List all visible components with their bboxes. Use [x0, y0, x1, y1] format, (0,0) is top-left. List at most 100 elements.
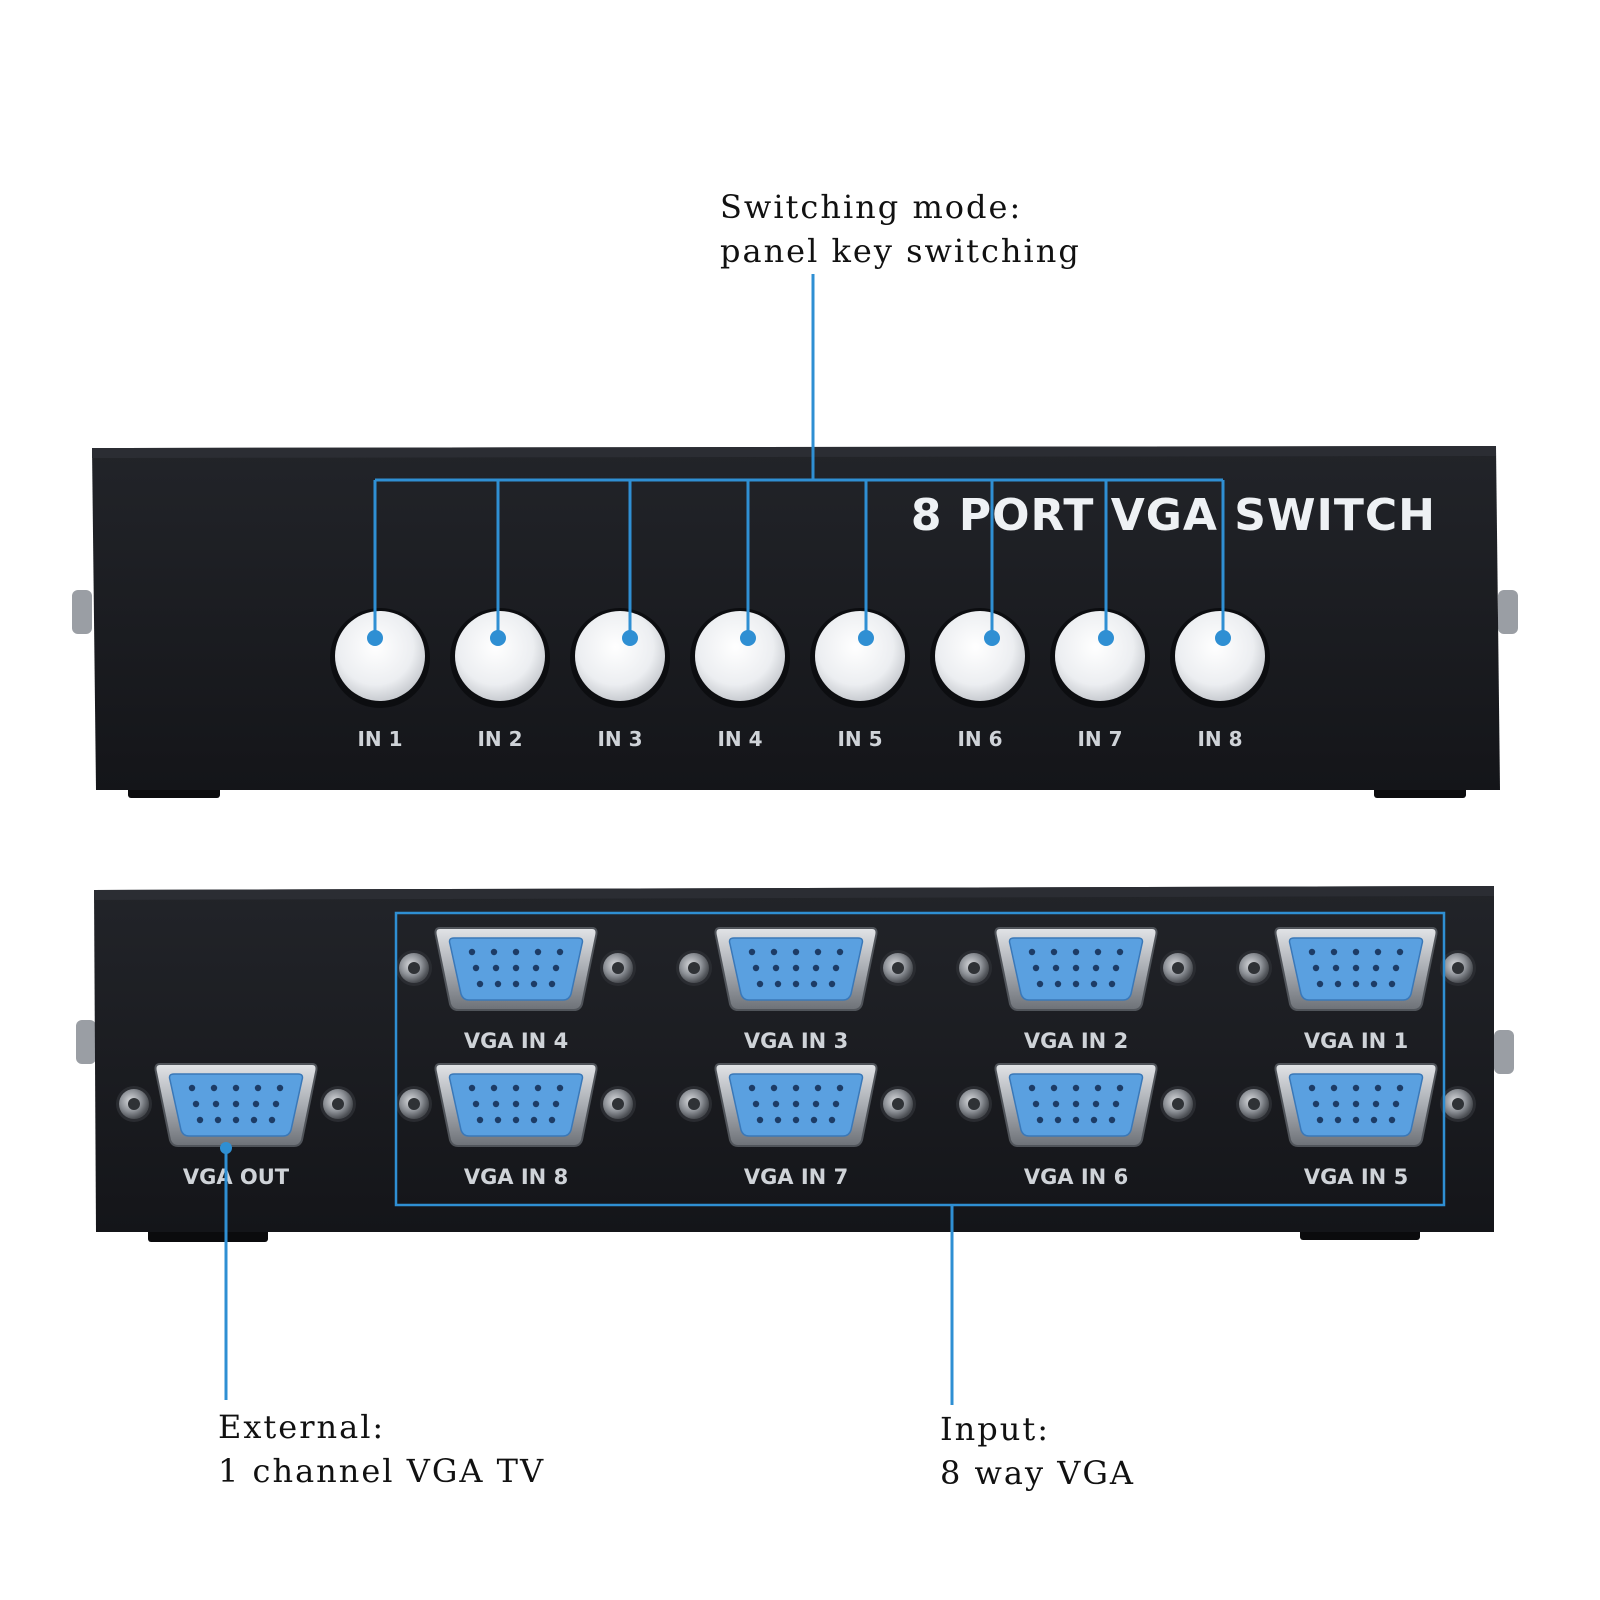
- connector-pins: [1308, 948, 1404, 988]
- port-label: VGA IN 6: [1024, 1165, 1128, 1189]
- pin-hole: [512, 948, 520, 956]
- thumb-screw: [1160, 950, 1196, 986]
- pin-hole: [1032, 1100, 1040, 1108]
- select-button-5[interactable]: IN 5: [810, 608, 910, 751]
- thumb-screw: [396, 950, 432, 986]
- pin-hole: [210, 1084, 218, 1092]
- pin-hole: [192, 1100, 200, 1108]
- pin-hole: [1052, 964, 1060, 972]
- button-face: [1175, 611, 1265, 701]
- pin-hole: [548, 980, 556, 988]
- screw-hole: [1248, 1098, 1260, 1110]
- pin-hole: [232, 1116, 240, 1124]
- pin-hole: [774, 1116, 782, 1124]
- pin-hole: [1374, 1084, 1382, 1092]
- vga-input-top-1[interactable]: VGA IN 4: [396, 927, 636, 1053]
- thumb-screw: [1236, 950, 1272, 986]
- pin-hole: [1352, 1100, 1360, 1108]
- pin-hole: [1370, 980, 1378, 988]
- pin-hole: [1050, 948, 1058, 956]
- vga-input-bottom-2[interactable]: VGA IN 7: [676, 1063, 916, 1189]
- pin-hole: [254, 1084, 262, 1092]
- callout-dot: [984, 630, 1000, 646]
- pin-hole: [792, 1084, 800, 1092]
- screw-hole: [1452, 1098, 1464, 1110]
- pin-hole: [552, 1100, 560, 1108]
- vga-input-bottom-4[interactable]: VGA IN 5: [1236, 1063, 1476, 1189]
- vga-input-top-3[interactable]: VGA IN 2: [956, 927, 1196, 1053]
- port-label: VGA OUT: [183, 1165, 290, 1189]
- pin-hole: [810, 1116, 818, 1124]
- screw-hole: [408, 962, 420, 974]
- button-face: [575, 611, 665, 701]
- screw-hole: [892, 1098, 904, 1110]
- thumb-screw: [1440, 1086, 1476, 1122]
- pin-hole: [276, 1084, 284, 1092]
- pin-hole: [1108, 980, 1116, 988]
- thumb-screw: [600, 1086, 636, 1122]
- front-panel-top-edge: [92, 446, 1496, 458]
- pin-hole: [812, 964, 820, 972]
- select-button-6[interactable]: IN 6: [930, 608, 1030, 751]
- pin-hole: [232, 1100, 240, 1108]
- pin-hole: [1090, 1116, 1098, 1124]
- pin-hole: [752, 1100, 760, 1108]
- pin-hole: [534, 948, 542, 956]
- pin-hole: [1090, 980, 1098, 988]
- pin-hole: [188, 1084, 196, 1092]
- screw-hole: [968, 962, 980, 974]
- pin-hole: [490, 1084, 498, 1092]
- pin-hole: [1352, 948, 1360, 956]
- vga-input-top-4[interactable]: VGA IN 1: [1236, 927, 1476, 1053]
- thumb-screw: [600, 950, 636, 986]
- button-label: IN 4: [717, 727, 762, 751]
- pin-hole: [476, 980, 484, 988]
- switching-callout-line2: panel key switching: [720, 232, 1081, 270]
- connector-pins: [1028, 1084, 1124, 1124]
- pin-hole: [556, 1084, 564, 1092]
- rear-panel-top-edge: [94, 886, 1494, 900]
- select-button-1[interactable]: IN 1: [330, 608, 430, 751]
- button-label: IN 3: [597, 727, 642, 751]
- pin-hole: [268, 1116, 276, 1124]
- connector-pins: [1028, 948, 1124, 988]
- vga-input-bottom-3[interactable]: VGA IN 6: [956, 1063, 1196, 1189]
- rear-side-knob-right: [1494, 1030, 1514, 1074]
- select-button-8[interactable]: IN 8: [1170, 608, 1270, 751]
- pin-hole: [1052, 1100, 1060, 1108]
- pin-hole: [1388, 1116, 1396, 1124]
- button-face: [1055, 611, 1145, 701]
- vga-input-bottom-1[interactable]: VGA IN 8: [396, 1063, 636, 1189]
- screw-hole: [332, 1098, 344, 1110]
- rear-side-knob-left: [76, 1020, 96, 1064]
- input-group-outline: [394, 911, 1446, 1207]
- screw-hole: [1172, 1098, 1184, 1110]
- vga-input-top-2[interactable]: VGA IN 3: [676, 927, 916, 1053]
- select-button-4[interactable]: IN 4: [690, 608, 790, 751]
- input-callout: Input: 8 way VGA: [940, 1410, 1133, 1492]
- pin-hole: [832, 964, 840, 972]
- button-label: IN 7: [1077, 727, 1122, 751]
- pin-hole: [1334, 1116, 1342, 1124]
- pin-hole: [836, 1084, 844, 1092]
- front-panel-title: 8 PORT VGA SWITCH: [911, 490, 1436, 541]
- select-button-2[interactable]: IN 2: [450, 608, 550, 751]
- pin-hole: [468, 948, 476, 956]
- pin-hole: [1054, 980, 1062, 988]
- pin-hole: [1352, 980, 1360, 988]
- button-label: IN 1: [357, 727, 402, 751]
- thumb-screw: [676, 950, 712, 986]
- pin-hole: [530, 980, 538, 988]
- vga-output-port[interactable]: VGA OUT: [116, 1063, 356, 1189]
- select-button-3[interactable]: IN 3: [570, 608, 670, 751]
- select-button-7[interactable]: IN 7: [1050, 608, 1150, 751]
- pin-hole: [196, 1116, 204, 1124]
- front-side-knob-right: [1498, 590, 1518, 634]
- button-face: [935, 611, 1025, 701]
- button-label: IN 5: [837, 727, 882, 751]
- screw-hole: [612, 1098, 624, 1110]
- pin-hole: [1316, 1116, 1324, 1124]
- pin-hole: [792, 964, 800, 972]
- pin-hole: [1028, 1084, 1036, 1092]
